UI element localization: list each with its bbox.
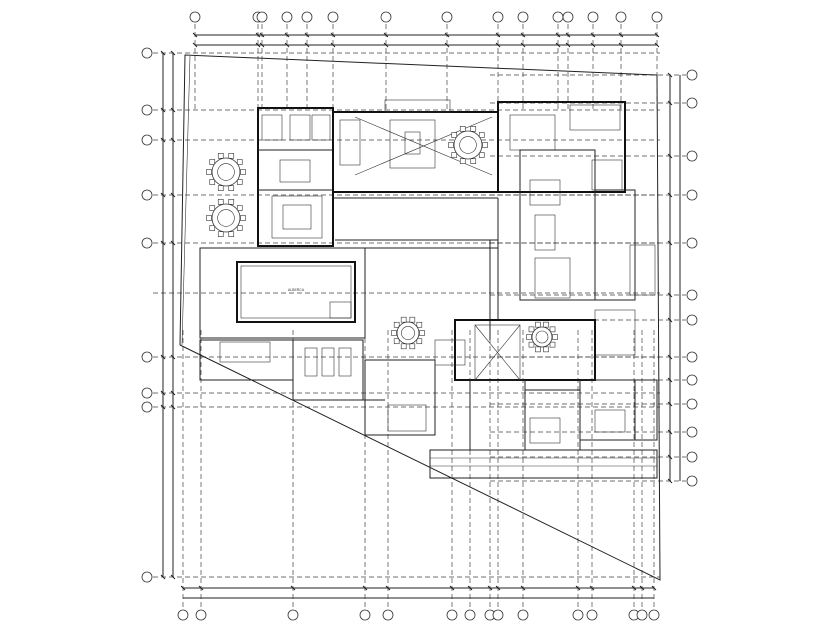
- grid-bubble: [572, 609, 584, 621]
- grid-bubble: [517, 609, 529, 621]
- round-tables: [206, 126, 558, 353]
- grid-bubble: [686, 97, 698, 109]
- grid-bubble: [686, 69, 698, 81]
- grid-bubble: [686, 150, 698, 162]
- grid-bubble: [141, 104, 153, 116]
- grid-bubble: [586, 609, 598, 621]
- grid-bubble: [686, 289, 698, 301]
- grid-bubble: [141, 237, 153, 249]
- round-table: [391, 316, 425, 350]
- dining-set: [389, 119, 436, 169]
- grid-bubble: [615, 11, 627, 23]
- grid-bubble: [141, 387, 153, 399]
- grid-bubble: [648, 609, 660, 621]
- grid-bubble: [686, 237, 698, 249]
- grid-bubble: [141, 189, 153, 201]
- site-boundary: [179, 54, 661, 581]
- grid-bubble: [636, 609, 648, 621]
- building-walls: ALBERCA: [199, 99, 658, 479]
- grid-bubble: [686, 451, 698, 463]
- grid-bubble: [301, 11, 313, 23]
- grid-bubble: [380, 11, 392, 23]
- pool: [236, 261, 356, 323]
- grid-bubble: [441, 11, 453, 23]
- bed: [594, 409, 626, 433]
- grid-bubble: [141, 47, 153, 59]
- lounge-set: [271, 195, 323, 239]
- grid-bubble: [189, 11, 201, 23]
- grid-bubble: [287, 609, 299, 621]
- round-table: [206, 199, 246, 237]
- grid-bubble: [382, 609, 394, 621]
- grid-bubble: [587, 11, 599, 23]
- dimension-lines: [162, 34, 681, 599]
- stairs: [219, 341, 271, 363]
- bed: [529, 417, 561, 444]
- grid-bubble: [141, 571, 153, 583]
- grid-bubble: [517, 11, 529, 23]
- pool-label: ALBERCA: [288, 288, 305, 292]
- kitchen-block: [497, 101, 626, 193]
- grid-bubble: [686, 189, 698, 201]
- grid-bubble: [141, 134, 153, 146]
- grid-bubble: [195, 609, 207, 621]
- pool-deck: [199, 247, 366, 339]
- grid-bubble: [141, 351, 153, 363]
- sofa-table: [279, 159, 311, 183]
- grid-bubble: [256, 11, 268, 23]
- grid-bubble: [492, 11, 504, 23]
- grid-bubble: [552, 11, 564, 23]
- grid-bubble: [686, 475, 698, 487]
- grid-bubble: [446, 609, 458, 621]
- round-table: [526, 321, 558, 353]
- stairs-right: [594, 309, 636, 356]
- grid-bubble: [651, 11, 663, 23]
- grid-bubble: [686, 426, 698, 438]
- grid-bubble: [177, 609, 189, 621]
- grid-bubble: [464, 609, 476, 621]
- grid-bubble: [562, 11, 574, 23]
- grid-bubbles: [141, 11, 698, 621]
- grid-bubble: [686, 374, 698, 386]
- grid-bubble: [327, 11, 339, 23]
- grid-bubble: [492, 609, 504, 621]
- grid-bubble: [686, 351, 698, 363]
- grid-bubble: [281, 11, 293, 23]
- grid-bubble: [686, 314, 698, 326]
- round-table: [448, 126, 488, 164]
- grid-bubble: [359, 609, 371, 621]
- grid-bubble: [141, 401, 153, 413]
- round-table: [206, 153, 246, 191]
- grid-bubble: [686, 398, 698, 410]
